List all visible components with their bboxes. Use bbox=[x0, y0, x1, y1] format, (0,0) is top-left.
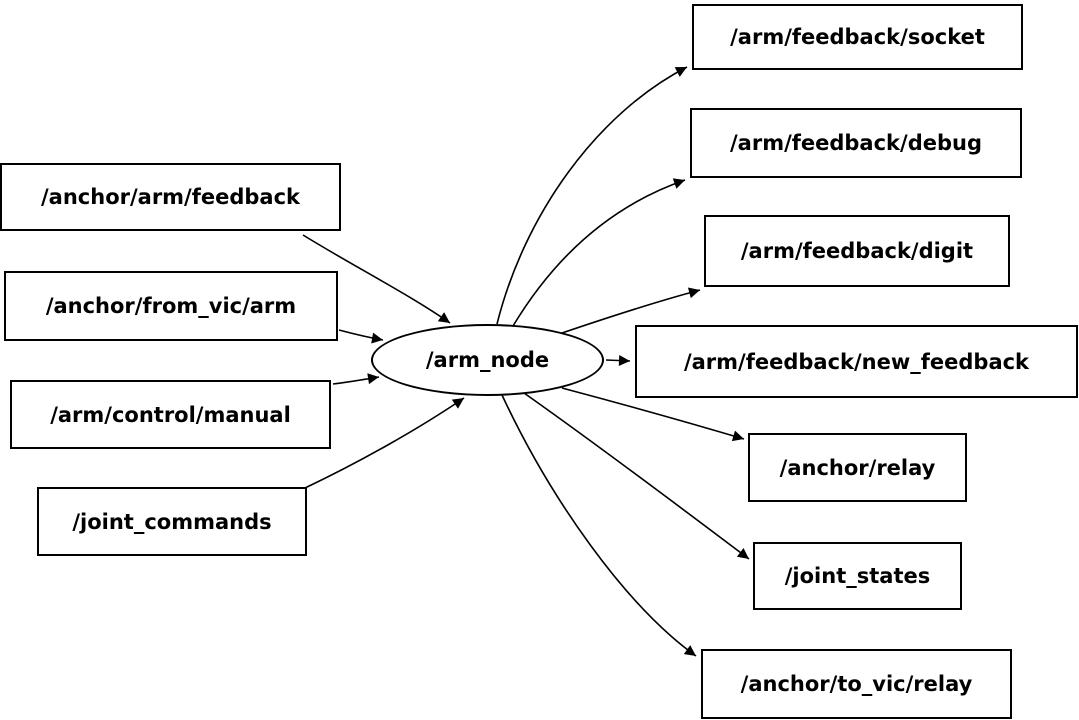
topic-box-arm-feedback-socket: /arm/feedback/socket bbox=[692, 4, 1023, 70]
edge-arm-node-to-joint-states bbox=[523, 392, 750, 560]
node-ellipse-arm-node: /arm_node bbox=[371, 324, 604, 396]
edge-arm-node-to-anchor-to-vic-relay bbox=[501, 394, 697, 657]
topic-box-arm-feedback-debug: /arm/feedback/debug bbox=[690, 108, 1022, 178]
edge-arm-node-to-arm-feedback-debug bbox=[512, 178, 686, 327]
edge-joint-commands-to-arm-node bbox=[304, 397, 465, 489]
edge-arm-node-to-arm-feedback-digit bbox=[561, 287, 701, 334]
topic-box-arm-feedback-new-feedback: /arm/feedback/new_feedback bbox=[635, 325, 1078, 398]
edge-anchor-arm-feedback-to-arm-node bbox=[302, 234, 451, 324]
edge-arm-node-to-arm-feedback-new-feedback bbox=[605, 355, 631, 367]
edge-anchor-from-vic-arm-to-arm-node bbox=[338, 329, 384, 344]
edge-arm-node-to-anchor-relay bbox=[561, 387, 745, 442]
topic-box-arm-control-manual: /arm/control/manual bbox=[10, 380, 331, 449]
topic-box-joint-commands: /joint_commands bbox=[37, 487, 307, 556]
topic-box-anchor-arm-feedback: /anchor/arm/feedback bbox=[0, 163, 341, 231]
topic-box-anchor-to-vic-relay: /anchor/to_vic/relay bbox=[701, 649, 1012, 719]
topic-box-joint-states: /joint_states bbox=[753, 542, 962, 610]
topic-box-arm-feedback-digit: /arm/feedback/digit bbox=[704, 215, 1010, 287]
topic-box-anchor-relay: /anchor/relay bbox=[748, 433, 967, 502]
topic-box-anchor-from-vic-arm: /anchor/from_vic/arm bbox=[4, 271, 338, 341]
edge-arm-node-to-arm-feedback-socket bbox=[496, 66, 688, 325]
edge-arm-control-manual-to-arm-node bbox=[332, 373, 380, 385]
